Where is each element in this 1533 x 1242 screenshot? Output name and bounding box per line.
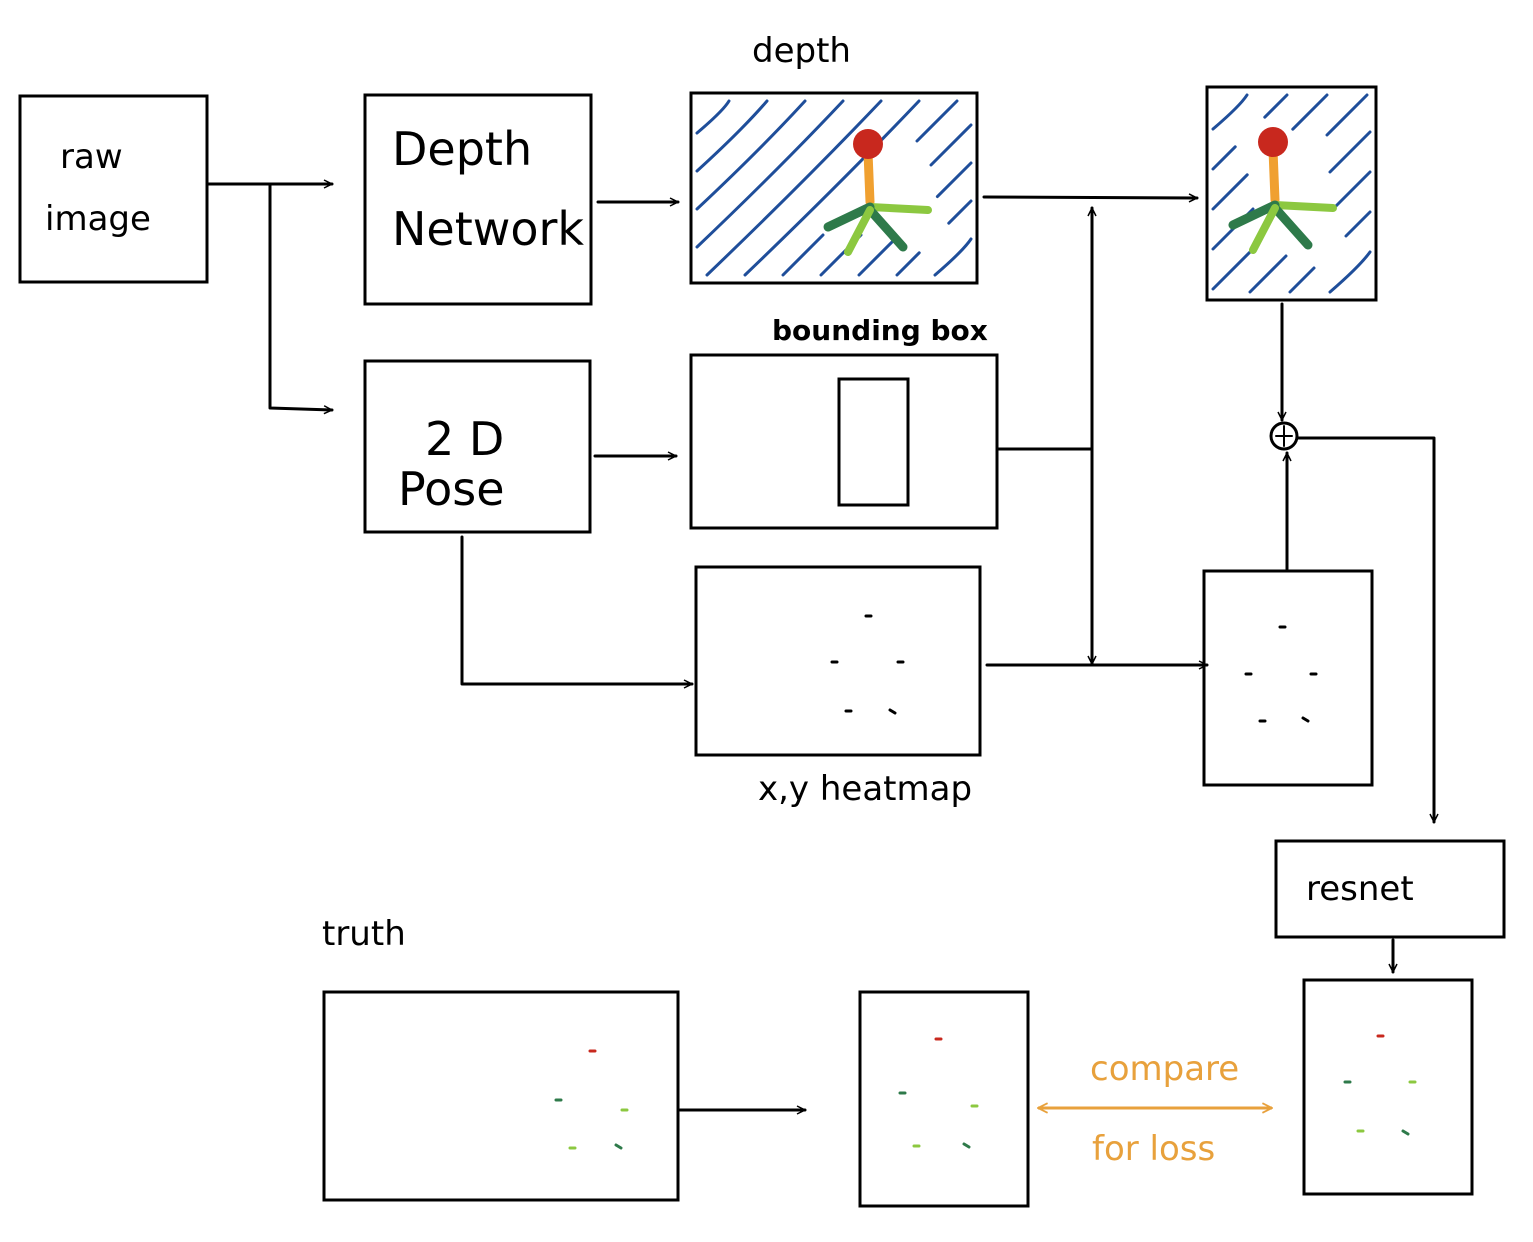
depth-hatch-stroke: [1211, 247, 1255, 291]
depth-hatch-stroke: [1248, 254, 1288, 294]
depth-hatch-stroke: [1291, 93, 1329, 131]
depth-hatch-stroke: [695, 99, 769, 173]
bounding-box-rect: [837, 377, 910, 507]
depth-hatch-stroke: [929, 123, 973, 167]
depth-hatch-stroke: [1328, 130, 1372, 174]
depth-hatch-stroke: [1211, 173, 1249, 211]
depth-hatch-stroke: [695, 99, 731, 135]
truth-keypoints: [554, 1049, 629, 1150]
raw-image-label-line1: raw: [60, 137, 123, 177]
raw-image-label-line2: image: [45, 199, 151, 239]
depth-hatch-stroke: [895, 251, 921, 277]
bounding-box-caption: bounding box: [772, 314, 988, 347]
bounding-box-image: [689, 353, 999, 530]
depth-hatch-stroke: [935, 161, 973, 199]
cropped-truth-keypoint: [962, 1142, 971, 1149]
depth-network-block: Depth Network: [363, 93, 593, 306]
depth-hatch-stroke: [695, 99, 807, 211]
depth-hatch-stroke: [947, 199, 973, 225]
depth-map-image: [689, 91, 979, 285]
depth-hatching: [695, 99, 973, 277]
depth-hatch-stroke: [915, 99, 959, 143]
depth-hatch-stroke: [1328, 250, 1372, 294]
figure-right-leg: [865, 205, 908, 252]
depth-hatch-stroke: [1344, 210, 1372, 238]
depth-hatch-stroke: [1211, 145, 1237, 171]
figure-right-arm: [866, 203, 932, 214]
cropped-depth-hatching: [1211, 93, 1372, 294]
resnet-block: resnet: [1274, 839, 1506, 939]
cropped-heatmap-keypoints: [1244, 625, 1318, 723]
pose-2d-label-bottom: Pose: [398, 462, 505, 516]
depth-hatch-stroke: [1332, 170, 1372, 210]
depth-network-label-line2: Network: [392, 202, 584, 256]
heatmap-image: [694, 565, 982, 757]
figure-right-arm: [1271, 201, 1337, 212]
figure-left-leg: [844, 206, 874, 256]
cropped-heatmap-image: [1202, 569, 1374, 787]
truth-keypoint: [614, 1143, 623, 1150]
depth-hatch-stroke: [1288, 266, 1316, 294]
compare-label-line1: compare: [1090, 1049, 1239, 1089]
figure-head: [1258, 127, 1288, 157]
cropped-truth-keypoints: [898, 1037, 979, 1149]
cropped-truth-image: [858, 990, 1030, 1208]
figure-neck: [1268, 145, 1280, 205]
resnet-output-image: [1302, 978, 1474, 1196]
figure-head: [853, 129, 883, 159]
predicted-keypoint: [1401, 1129, 1410, 1136]
depth-hatch-stroke: [1263, 93, 1289, 119]
figure-right-leg: [1270, 203, 1313, 250]
arrow-concat-to-resnet: [1296, 436, 1434, 824]
heatmap-keypoints: [830, 614, 905, 715]
depth-hatch-stroke: [933, 237, 973, 277]
depth-network-label-line1: Depth: [392, 122, 532, 176]
truth-image: [322, 990, 680, 1202]
arrow-raw-to-pose: [268, 182, 334, 410]
figure-neck: [863, 147, 875, 207]
compare-label-line2: for loss: [1092, 1129, 1215, 1169]
depth-hatch-stroke: [695, 99, 845, 249]
truth-caption: truth: [322, 914, 406, 954]
concat-symbol: [1269, 421, 1299, 451]
heatmap-keypoint: [888, 708, 897, 715]
resnet-label: resnet: [1306, 869, 1414, 909]
depth-hatch-stroke: [857, 239, 895, 277]
figure-left-arm: [1228, 200, 1280, 230]
predicted-keypoints: [1343, 1034, 1417, 1136]
depth-hatch-stroke: [1325, 93, 1369, 137]
cropped-heatmap-keypoint: [1301, 716, 1310, 723]
arrow-depth-to-crop: [982, 197, 1199, 198]
depth-hatch-stroke: [743, 99, 921, 277]
arrow-pose-to-heatmap: [460, 535, 694, 684]
cropped-depth-image: [1205, 85, 1378, 302]
depth-caption: depth: [752, 31, 851, 71]
depth-hatch-stroke: [781, 233, 825, 277]
figure-left-arm: [823, 202, 875, 232]
heatmap-caption: x,y heatmap: [758, 769, 972, 809]
pose-2d-block: 2 D Pose: [363, 359, 592, 534]
figure-left-leg: [1249, 204, 1279, 254]
depth-hatch-stroke: [1211, 93, 1249, 131]
raw-image-block: raw image: [18, 94, 209, 284]
cropped-skeleton-figure: [1228, 127, 1337, 254]
connectors: [205, 182, 1434, 1110]
depth-hatch-stroke: [705, 99, 883, 277]
pose-2d-label-top: 2 D: [425, 412, 504, 466]
depth-skeleton-figure: [823, 129, 932, 256]
